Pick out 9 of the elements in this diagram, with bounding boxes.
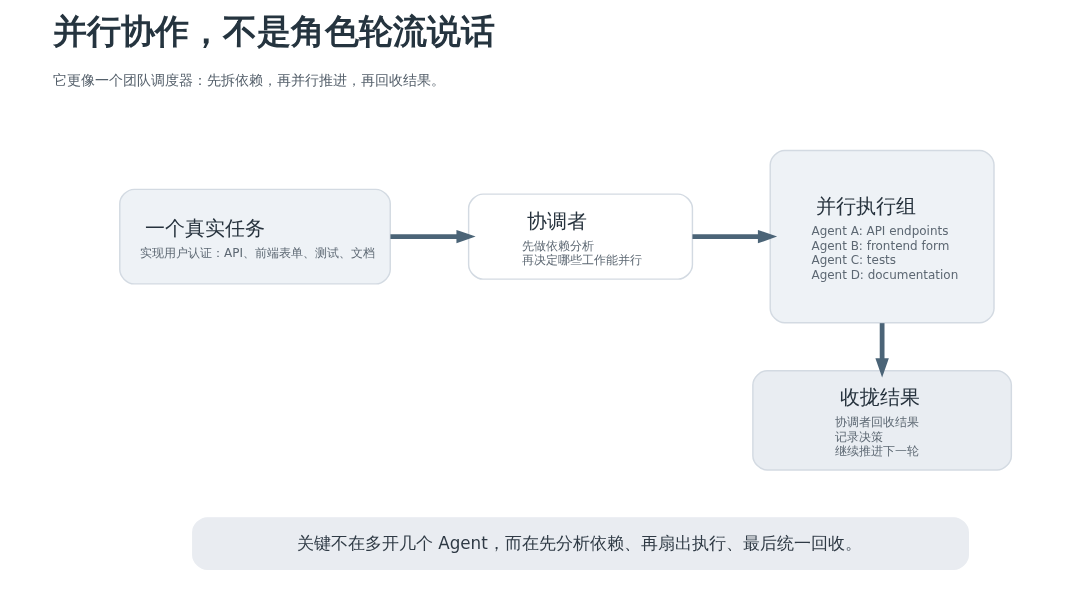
diagram-title: 并行协作，不是角色轮流说话 bbox=[52, 12, 495, 52]
arrow bbox=[691, 229, 777, 244]
node-box: 一个真实任务 实现用户认证：API、前端表单、测试、文档 bbox=[118, 188, 391, 285]
node-box: 收拢结果 协调者回收结果 记录决策 继续推进下一轮 bbox=[751, 369, 1012, 471]
arrow bbox=[389, 229, 476, 244]
node-box: 并行执行组 Agent A: API endpoints Agent B: frontend form Agent C: tests Agent D: documentation bbox=[769, 149, 995, 324]
label: 它更像一个团队调度器：先拆依赖，再并行推进，再回收结果。 bbox=[52, 71, 445, 88]
node-box: 协调者 先做依赖分析 再决定哪些工作能并行 bbox=[467, 193, 693, 280]
arrow bbox=[874, 323, 889, 378]
